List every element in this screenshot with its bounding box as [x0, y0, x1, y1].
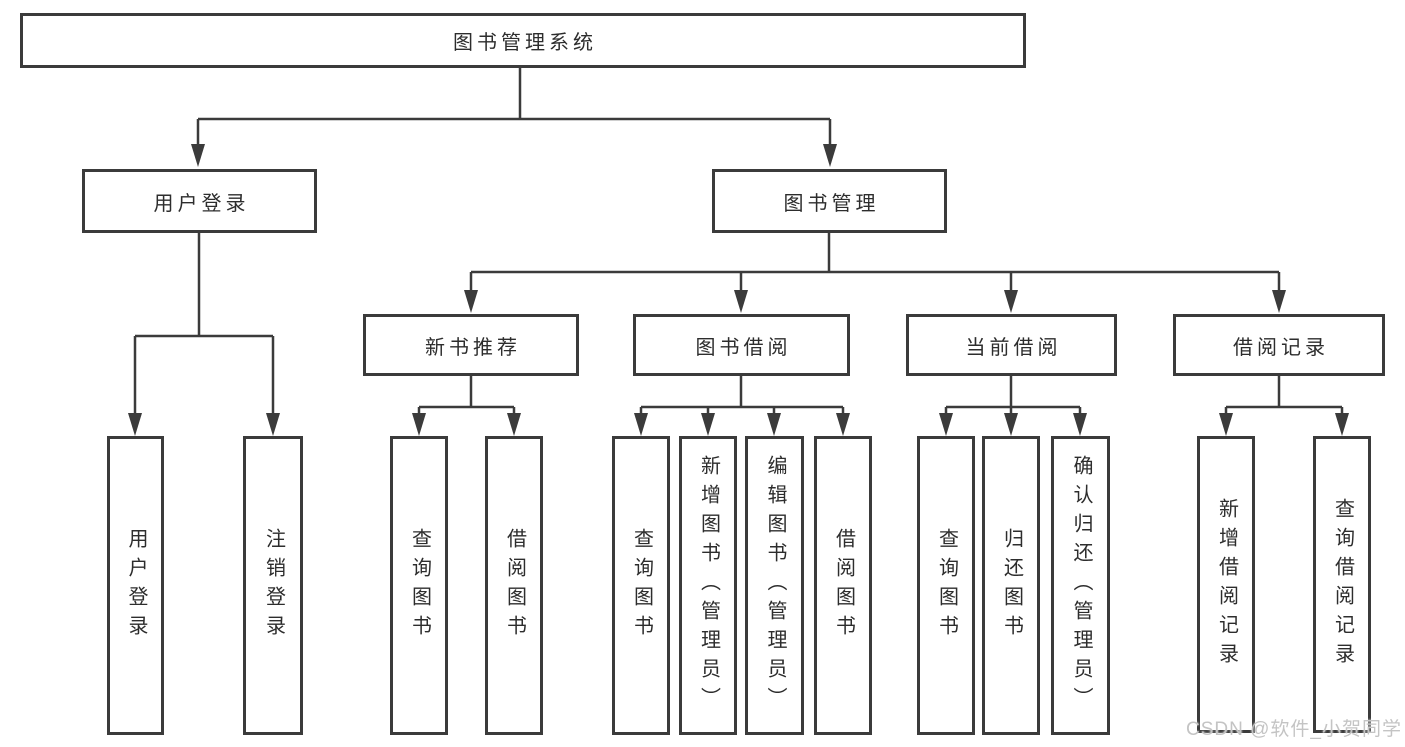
- arrowhead-icon: [767, 413, 781, 436]
- arrowhead-icon: [1073, 413, 1087, 436]
- node-user-login: 用户登录: [82, 169, 317, 233]
- node-label: 图书借阅: [695, 336, 792, 359]
- leaf-confirm-return-admin: 确认归还（管理员）: [1051, 436, 1110, 735]
- arrowhead-icon: [128, 413, 142, 436]
- leaf-label: 借阅图书: [832, 527, 855, 644]
- leaf-label: 确认归还（管理员）: [1070, 455, 1092, 716]
- arrowhead-icon: [1335, 413, 1349, 436]
- leaf-label: 借阅图书: [503, 527, 526, 644]
- leaf-label: 注销登录: [262, 527, 285, 644]
- leaf-query-books-current: 查询图书: [917, 436, 975, 735]
- node-label: 借阅记录: [1233, 336, 1329, 359]
- node-label: 当前借阅: [965, 336, 1062, 359]
- leaf-query-books-borrowing: 查询图书: [612, 436, 670, 735]
- arrowhead-icon: [1219, 413, 1233, 436]
- watermark: CSDN @软件_小贺同学: [1186, 719, 1402, 740]
- arrowhead-icon: [734, 290, 748, 313]
- node-new-book-recommendation: 新书推荐: [363, 314, 579, 376]
- arrowhead-icon: [836, 413, 850, 436]
- arrowhead-icon: [823, 144, 837, 167]
- arrowhead-icon: [507, 413, 521, 436]
- leaf-label: 查询图书: [935, 527, 958, 644]
- leaf-add-book-admin: 新增图书（管理员）: [679, 436, 737, 735]
- leaf-label: 归还图书: [1000, 527, 1023, 644]
- leaf-label: 新增借阅记录: [1215, 497, 1238, 672]
- leaf-label: 查询借阅记录: [1331, 497, 1354, 672]
- arrowhead-icon: [1004, 290, 1018, 313]
- leaf-borrow-books-borrowing: 借阅图书: [814, 436, 872, 735]
- node-book-borrowing: 图书借阅: [633, 314, 850, 376]
- leaf-label: 查询图书: [408, 527, 431, 644]
- node-book-management: 图书管理: [712, 169, 947, 233]
- arrowhead-icon: [701, 413, 715, 436]
- node-label: 新书推荐: [425, 336, 521, 359]
- node-library-management-system: 图书管理系统: [20, 13, 1026, 68]
- arrowhead-icon: [266, 413, 280, 436]
- leaf-label: 用户登录: [125, 527, 147, 644]
- arrowhead-icon: [939, 413, 953, 436]
- node-current-borrowing: 当前借阅: [906, 314, 1117, 376]
- leaf-query-borrow-record: 查询借阅记录: [1313, 436, 1371, 733]
- node-label: 用户登录: [153, 192, 250, 215]
- arrowhead-icon: [1272, 290, 1286, 313]
- arrowhead-icon: [1004, 413, 1018, 436]
- arrowhead-icon: [412, 413, 426, 436]
- leaf-edit-book-admin: 编辑图书（管理员）: [745, 436, 804, 735]
- arrowhead-icon: [464, 290, 478, 313]
- leaf-return-books: 归还图书: [982, 436, 1040, 735]
- leaf-add-borrow-record: 新增借阅记录: [1197, 436, 1255, 733]
- arrowhead-icon: [634, 413, 648, 436]
- arrowhead-icons: [128, 144, 1349, 436]
- node-label: 图书管理: [783, 192, 880, 215]
- leaf-query-books-recommend: 查询图书: [390, 436, 448, 735]
- leaf-logout: 注销登录: [243, 436, 303, 735]
- leaf-user-login: 用户登录: [107, 436, 164, 735]
- leaf-borrow-books-recommend: 借阅图书: [485, 436, 543, 735]
- node-borrowing-records: 借阅记录: [1173, 314, 1385, 376]
- node-label: 图书管理系统: [453, 32, 597, 54]
- leaf-label: 编辑图书（管理员）: [764, 455, 786, 716]
- arrowhead-icon: [191, 144, 205, 167]
- leaf-label: 查询图书: [630, 527, 653, 644]
- leaf-label: 新增图书（管理员）: [697, 455, 720, 716]
